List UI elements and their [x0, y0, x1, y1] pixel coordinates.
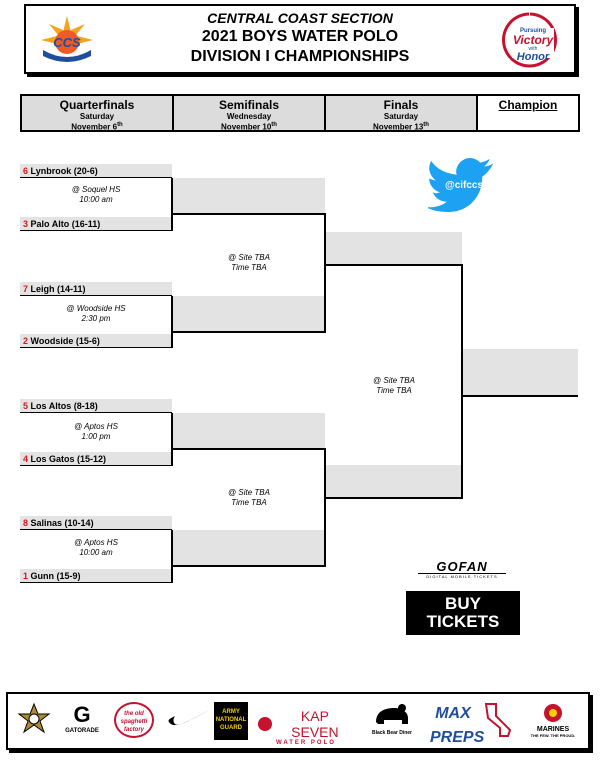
kap-seven-logo: KAP SEVEN WATER POLO	[258, 702, 354, 746]
round-semifinals: Semifinals Wednesday November 10th	[174, 96, 326, 132]
max-preps-logo: MAX PREPS	[430, 705, 485, 746]
bracket-line	[463, 395, 578, 397]
team-slot: 8 Salinas (10-14)	[20, 516, 172, 530]
team-slot: 7 Leigh (14-11)	[20, 282, 172, 296]
team-slot: 4 Los Gatos (15-12)	[20, 452, 172, 466]
sheriff-badge-icon	[14, 702, 54, 742]
twitter-bird-icon: @cifccs	[426, 158, 494, 212]
gofan-logo-text: GOFAN	[436, 559, 488, 574]
army-national-guard-logo: ARMY NATIONAL GUARD	[214, 702, 248, 742]
semifinal-slot	[173, 296, 325, 332]
final-slot	[326, 465, 462, 498]
ccs-logo-text: CCS	[53, 35, 81, 50]
buy-tickets-line2: TICKETS	[426, 612, 500, 631]
team-slot: 6 Lynbrook (20-6)	[20, 164, 172, 178]
gofan-logo: GOFAN DIGITAL MOBILE TICKETS	[418, 560, 506, 580]
round-date: November 13th	[373, 122, 429, 132]
round-title: Semifinals	[218, 98, 280, 112]
round-date: November 10th	[221, 122, 277, 132]
semifinal-slot	[173, 178, 325, 214]
marines-logo: MARINES THE FEW. THE PROUD.	[522, 702, 584, 742]
round-quarterfinals: Quarterfinals Saturday November 6th	[22, 96, 174, 132]
kap-seven-icon	[258, 717, 272, 731]
team-slot: 3 Palo Alto (16-11)	[20, 217, 172, 231]
gatorade-logo: G GATORADE	[65, 702, 99, 734]
final-slot	[326, 232, 462, 265]
buy-tickets-line1: BUY	[445, 594, 481, 613]
bracket-line	[461, 264, 463, 499]
twitter-badge[interactable]: @cifccs	[426, 158, 496, 216]
bracket-line	[326, 264, 462, 266]
logo-right-text-4: Honor	[517, 51, 550, 63]
event-title: 2021 BOYS WATER POLO	[201, 28, 399, 45]
bracket-line	[171, 178, 173, 231]
semifinal-slot	[173, 530, 325, 566]
bracket-line	[173, 448, 325, 450]
gofan-tagline: DIGITAL MOBILE TICKETS	[418, 573, 506, 579]
round-title: Champion	[498, 98, 558, 112]
division-title: DIVISION I CHAMPIONSHIPS	[190, 48, 410, 65]
section-name: CENTRAL COAST SECTION	[207, 10, 393, 26]
round-day: Wednesday	[226, 112, 272, 121]
california-flag-icon	[478, 702, 518, 742]
round-champion: Champion	[478, 96, 578, 130]
round-title: Quarterfinals	[59, 98, 135, 112]
logo-right-text-1: Pursuing	[520, 28, 546, 34]
bracket-line	[173, 331, 325, 333]
nike-swoosh-icon	[166, 702, 212, 742]
victory-with-honor-logo: Pursuing Victory with Honor	[498, 10, 568, 68]
header-banner: CCS CENTRAL COAST SECTION 2021 BOYS WATE…	[24, 4, 576, 74]
round-finals: Finals Saturday November 13th	[326, 96, 478, 132]
round-date: November 6th	[71, 122, 123, 132]
champion-slot	[463, 349, 578, 396]
bracket-line	[326, 497, 462, 499]
buy-tickets-button[interactable]: BUY TICKETS	[406, 591, 520, 635]
twitter-handle: @cifccs	[445, 180, 484, 191]
team-slot: 5 Los Altos (8-18)	[20, 399, 172, 413]
semifinal-slot	[173, 413, 325, 449]
bracket-line	[324, 213, 326, 333]
round-title: Finals	[383, 98, 419, 112]
bracket-line	[173, 213, 325, 215]
bracket-line	[173, 565, 325, 567]
round-day: Saturday	[383, 112, 419, 121]
logo-right-text-3: with	[529, 46, 538, 52]
sponsors-banner: G GATORADE the old spaghetti factory ARM…	[6, 692, 590, 750]
round-header-row: Quarterfinals Saturday November 6th Semi…	[20, 94, 580, 132]
bracket-line	[171, 413, 173, 466]
logo-right-text-2: Victory	[513, 33, 555, 47]
bracket-line	[171, 530, 173, 583]
bracket-line	[171, 296, 173, 348]
round-day: Saturday	[79, 112, 115, 121]
black-bear-diner-logo: Black Bear Diner	[360, 702, 424, 742]
team-slot: 2 Woodside (15-6)	[20, 334, 172, 348]
team-slot: 1 Gunn (15-9)	[20, 569, 172, 583]
old-spaghetti-factory-logo: the old spaghetti factory	[106, 702, 162, 742]
ccs-logo: CCS	[32, 10, 102, 68]
bracket-line	[324, 448, 326, 567]
